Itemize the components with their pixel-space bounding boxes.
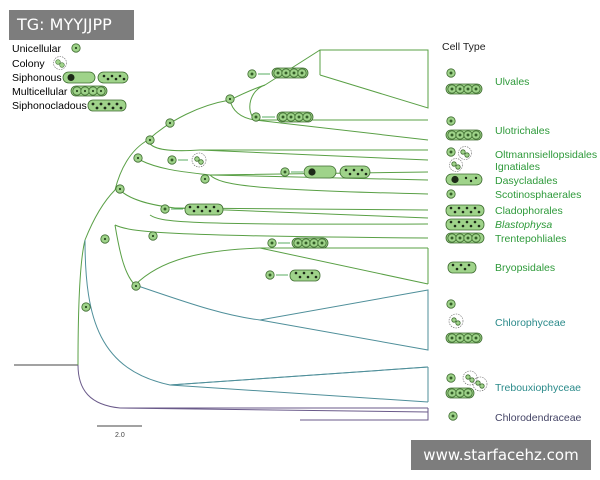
legend-label-colony: Colony <box>12 58 45 70</box>
clade-oltmannsiellopsidales: Oltmannsiellopsidales <box>495 149 597 161</box>
clade-bryopsidales: Bryopsidales <box>495 262 555 274</box>
clade-ulotrichales: Ulotrichales <box>495 125 550 137</box>
cell-type-header: Cell Type <box>442 41 486 53</box>
clade-cladophorales: Cladophorales <box>495 205 563 217</box>
clade-trentepohliales: Trentepohliales <box>495 233 566 245</box>
clade-labels: Ulvales Ulotrichales Oltmannsiellopsidal… <box>495 76 597 424</box>
cell-type-icons <box>445 68 488 421</box>
clade-dasycladales: Dasycladales <box>495 175 557 187</box>
siphonous-cell-icon <box>62 71 96 84</box>
transition-annotations <box>160 67 371 282</box>
legend: Unicellular Colony Siphonous Multicellul… <box>12 43 129 112</box>
clade-ulvales: Ulvales <box>495 76 529 88</box>
multicellular-filament-icon <box>70 85 108 97</box>
legend-label-siphonocladous: Siphonocladous <box>12 100 87 112</box>
clade-trebouxiophyceae: Trebouxiophyceae <box>495 382 581 394</box>
legend-label-siphonous: Siphonous <box>12 72 62 84</box>
clade-blastophysa: Blastophysa <box>495 219 552 231</box>
clade-ignatiales: Ignatiales <box>495 161 540 173</box>
scale-bar: 2.0 <box>97 425 142 439</box>
unicellular-cell-icon <box>71 43 81 53</box>
colony-cells-icon <box>53 56 67 70</box>
clade-chlorodendraceae: Chlorodendraceae <box>495 412 582 424</box>
legend-label-unicellular: Unicellular <box>12 43 62 55</box>
clade-scotinosphaerales: Scotinosphaerales <box>495 189 581 201</box>
legend-label-multicellular: Multicellular <box>12 86 68 98</box>
siphonocladous-filament-icon <box>87 99 127 112</box>
scale-bar-label: 2.0 <box>115 432 125 439</box>
watermark-bottom-right: www.starfacehz.com <box>411 440 591 470</box>
watermark-top-left: TG: MYYJJPP <box>9 10 134 40</box>
clade-chlorophyceae: Chlorophyceae <box>495 317 566 329</box>
siphonocladous-segment-icon <box>97 71 129 84</box>
